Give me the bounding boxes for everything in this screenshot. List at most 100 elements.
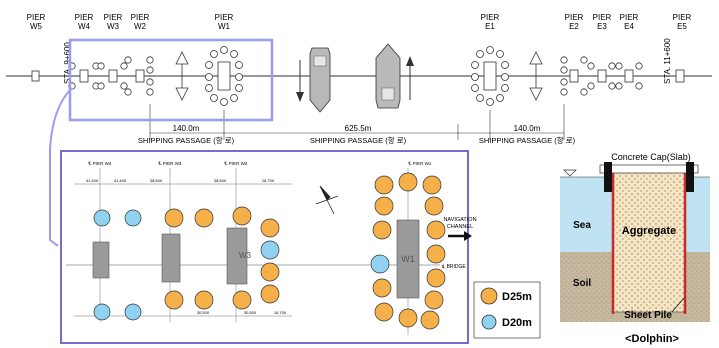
- aggregate-column: [612, 171, 686, 313]
- pier-label: PIER: [565, 13, 584, 22]
- pier-labels: PIER W5 PIER W4 PIER W3 PIER W2 PIER W1 …: [27, 13, 692, 31]
- dolphin-d25: [424, 196, 444, 216]
- pier-label: PIER: [593, 13, 612, 22]
- ship-southbound: [296, 47, 331, 113]
- dolphin-d20: [370, 254, 390, 274]
- pier-w5-footing: [31, 70, 40, 82]
- pier-name: E5: [677, 22, 687, 31]
- legend-swatch-d20: [481, 314, 497, 330]
- cap-fender-left: [604, 162, 612, 192]
- plan-pier-label: ℄ PIER W1: [408, 161, 432, 166]
- shipping-passage-mid: SHIPPING PASSAGE (항 로): [310, 136, 407, 145]
- dolphin-d25: [420, 310, 440, 330]
- pier-label: PIER: [215, 13, 234, 22]
- pier-footprints: [31, 46, 685, 106]
- pier-label: PIER: [620, 13, 639, 22]
- dolphin-section: Concrete Cap(Slab) Sea Aggregate Soil Sh…: [560, 152, 710, 345]
- aggregate-label: Aggregate: [622, 225, 676, 237]
- legend-label-d20: D20m: [502, 317, 532, 329]
- pier-name: W5: [30, 22, 43, 31]
- pier-name: E3: [597, 22, 607, 31]
- pier-w4-footing: [79, 69, 89, 83]
- shipping-passage-left: SHIPPING PASSAGE (항 로): [138, 136, 235, 145]
- dolphin-d20: [93, 209, 111, 227]
- pile-cap-w2: [226, 227, 248, 285]
- dolphin-d25: [398, 308, 418, 328]
- pier-label: PIER: [27, 13, 46, 22]
- pier-name: W3: [107, 22, 120, 31]
- concrete-cap-label: Concrete Cap(Slab): [611, 152, 691, 162]
- dolphin-d25: [426, 268, 446, 288]
- dolphin-d25: [426, 244, 446, 264]
- soil-label: Soil: [573, 278, 592, 289]
- plan-pier-label: ℄ PIER W2: [224, 161, 248, 166]
- pier-label: PIER: [75, 13, 94, 22]
- cap-fender-right: [686, 162, 694, 192]
- top-elevation: PIER W5 PIER W4 PIER W3 PIER W2 PIER W1 …: [6, 13, 712, 247]
- dolphin-d25: [194, 290, 214, 310]
- dolphin-d25: [232, 290, 252, 310]
- north-arrow-icon: [315, 185, 339, 215]
- navigation-arrow-icon: [448, 231, 472, 241]
- pier-label: PIER: [104, 13, 123, 22]
- plan-dim-top: 16,700: [262, 178, 275, 183]
- dolphin-d25: [164, 208, 184, 228]
- station-right-label: STA. 11+600: [663, 38, 672, 84]
- plan-dolphins: [93, 172, 446, 330]
- legend-label-d25: D25m: [502, 291, 532, 303]
- shipping-passage-right: SHIPPING PASSAGE (항 로): [479, 136, 576, 145]
- highlight-box: [68, 38, 274, 122]
- dolphin-d25: [398, 172, 418, 192]
- sea-label: Sea: [573, 220, 591, 231]
- plan-dim-top: 41,400: [114, 178, 127, 183]
- dim-left-label: 140.0m: [173, 124, 200, 133]
- navigation-channel-label: CHANNEL: [447, 224, 473, 230]
- dolphin-d25: [422, 175, 442, 195]
- dolphin-caption: <Dolphin>: [625, 333, 679, 345]
- ship-northbound: [375, 43, 414, 109]
- dolphin-d25: [260, 262, 280, 282]
- plan-pier-label: ℄ PIER W4: [88, 161, 112, 166]
- plan-dim-bottom: 30,500: [197, 310, 210, 315]
- pier-label: PIER: [131, 13, 150, 22]
- pier-label: PIER: [673, 13, 692, 22]
- station-left-label: STA. 9+600: [63, 42, 72, 84]
- dolphin-d20: [124, 209, 142, 227]
- pier-name: W4: [78, 22, 91, 31]
- plan-detail: ℄ BRIDGE ℄ PIER W4 ℄ PIER W3 ℄ PIER W2 ℄…: [60, 150, 541, 344]
- pier-w2-footing: [135, 69, 145, 83]
- navigation-arrow-right: [529, 51, 543, 101]
- dimension-lines: [149, 104, 565, 140]
- dolphin-d25: [194, 208, 214, 228]
- plan-pier-label: ℄ PIER W3: [158, 161, 182, 166]
- dolphin-d25: [426, 220, 446, 240]
- dolphin-d25: [374, 196, 394, 216]
- plan-dim-bottom: 30,500: [244, 310, 257, 315]
- plan-dim-bottom: 16,700: [274, 310, 287, 315]
- dim-right-label: 140.0m: [514, 124, 541, 133]
- pile-cap-w1: [396, 219, 420, 299]
- dolphin-d25: [374, 175, 394, 195]
- dolphin-d25: [260, 284, 280, 304]
- pier-e5-footing: [675, 69, 685, 83]
- dolphin-d20: [260, 240, 280, 260]
- dolphin-d25: [424, 290, 444, 310]
- sheet-pile-label: Sheet Pile: [624, 310, 672, 321]
- dolphin-d25: [260, 218, 280, 238]
- concrete-cap: [599, 164, 699, 174]
- dolphin-d25: [372, 278, 392, 298]
- legend-swatch-d25: [480, 287, 498, 305]
- pier-label: PIER: [481, 13, 500, 22]
- dolphin-d20: [124, 303, 142, 321]
- pier-name: E1: [485, 22, 495, 31]
- pier-w3-footing: [108, 69, 118, 83]
- plan-dim-top: 38,500: [214, 178, 227, 183]
- dolphin-d20: [93, 303, 111, 321]
- dim-mid-label: 625.5m: [345, 124, 372, 133]
- navigation-channel-label: NAVIGATION: [443, 217, 476, 223]
- bridge-centerline-label: ℄ BRIDGE: [441, 264, 466, 270]
- pier-name: W2: [134, 22, 147, 31]
- dolphin-d25: [372, 220, 392, 240]
- pile-cap-w4: [92, 241, 110, 279]
